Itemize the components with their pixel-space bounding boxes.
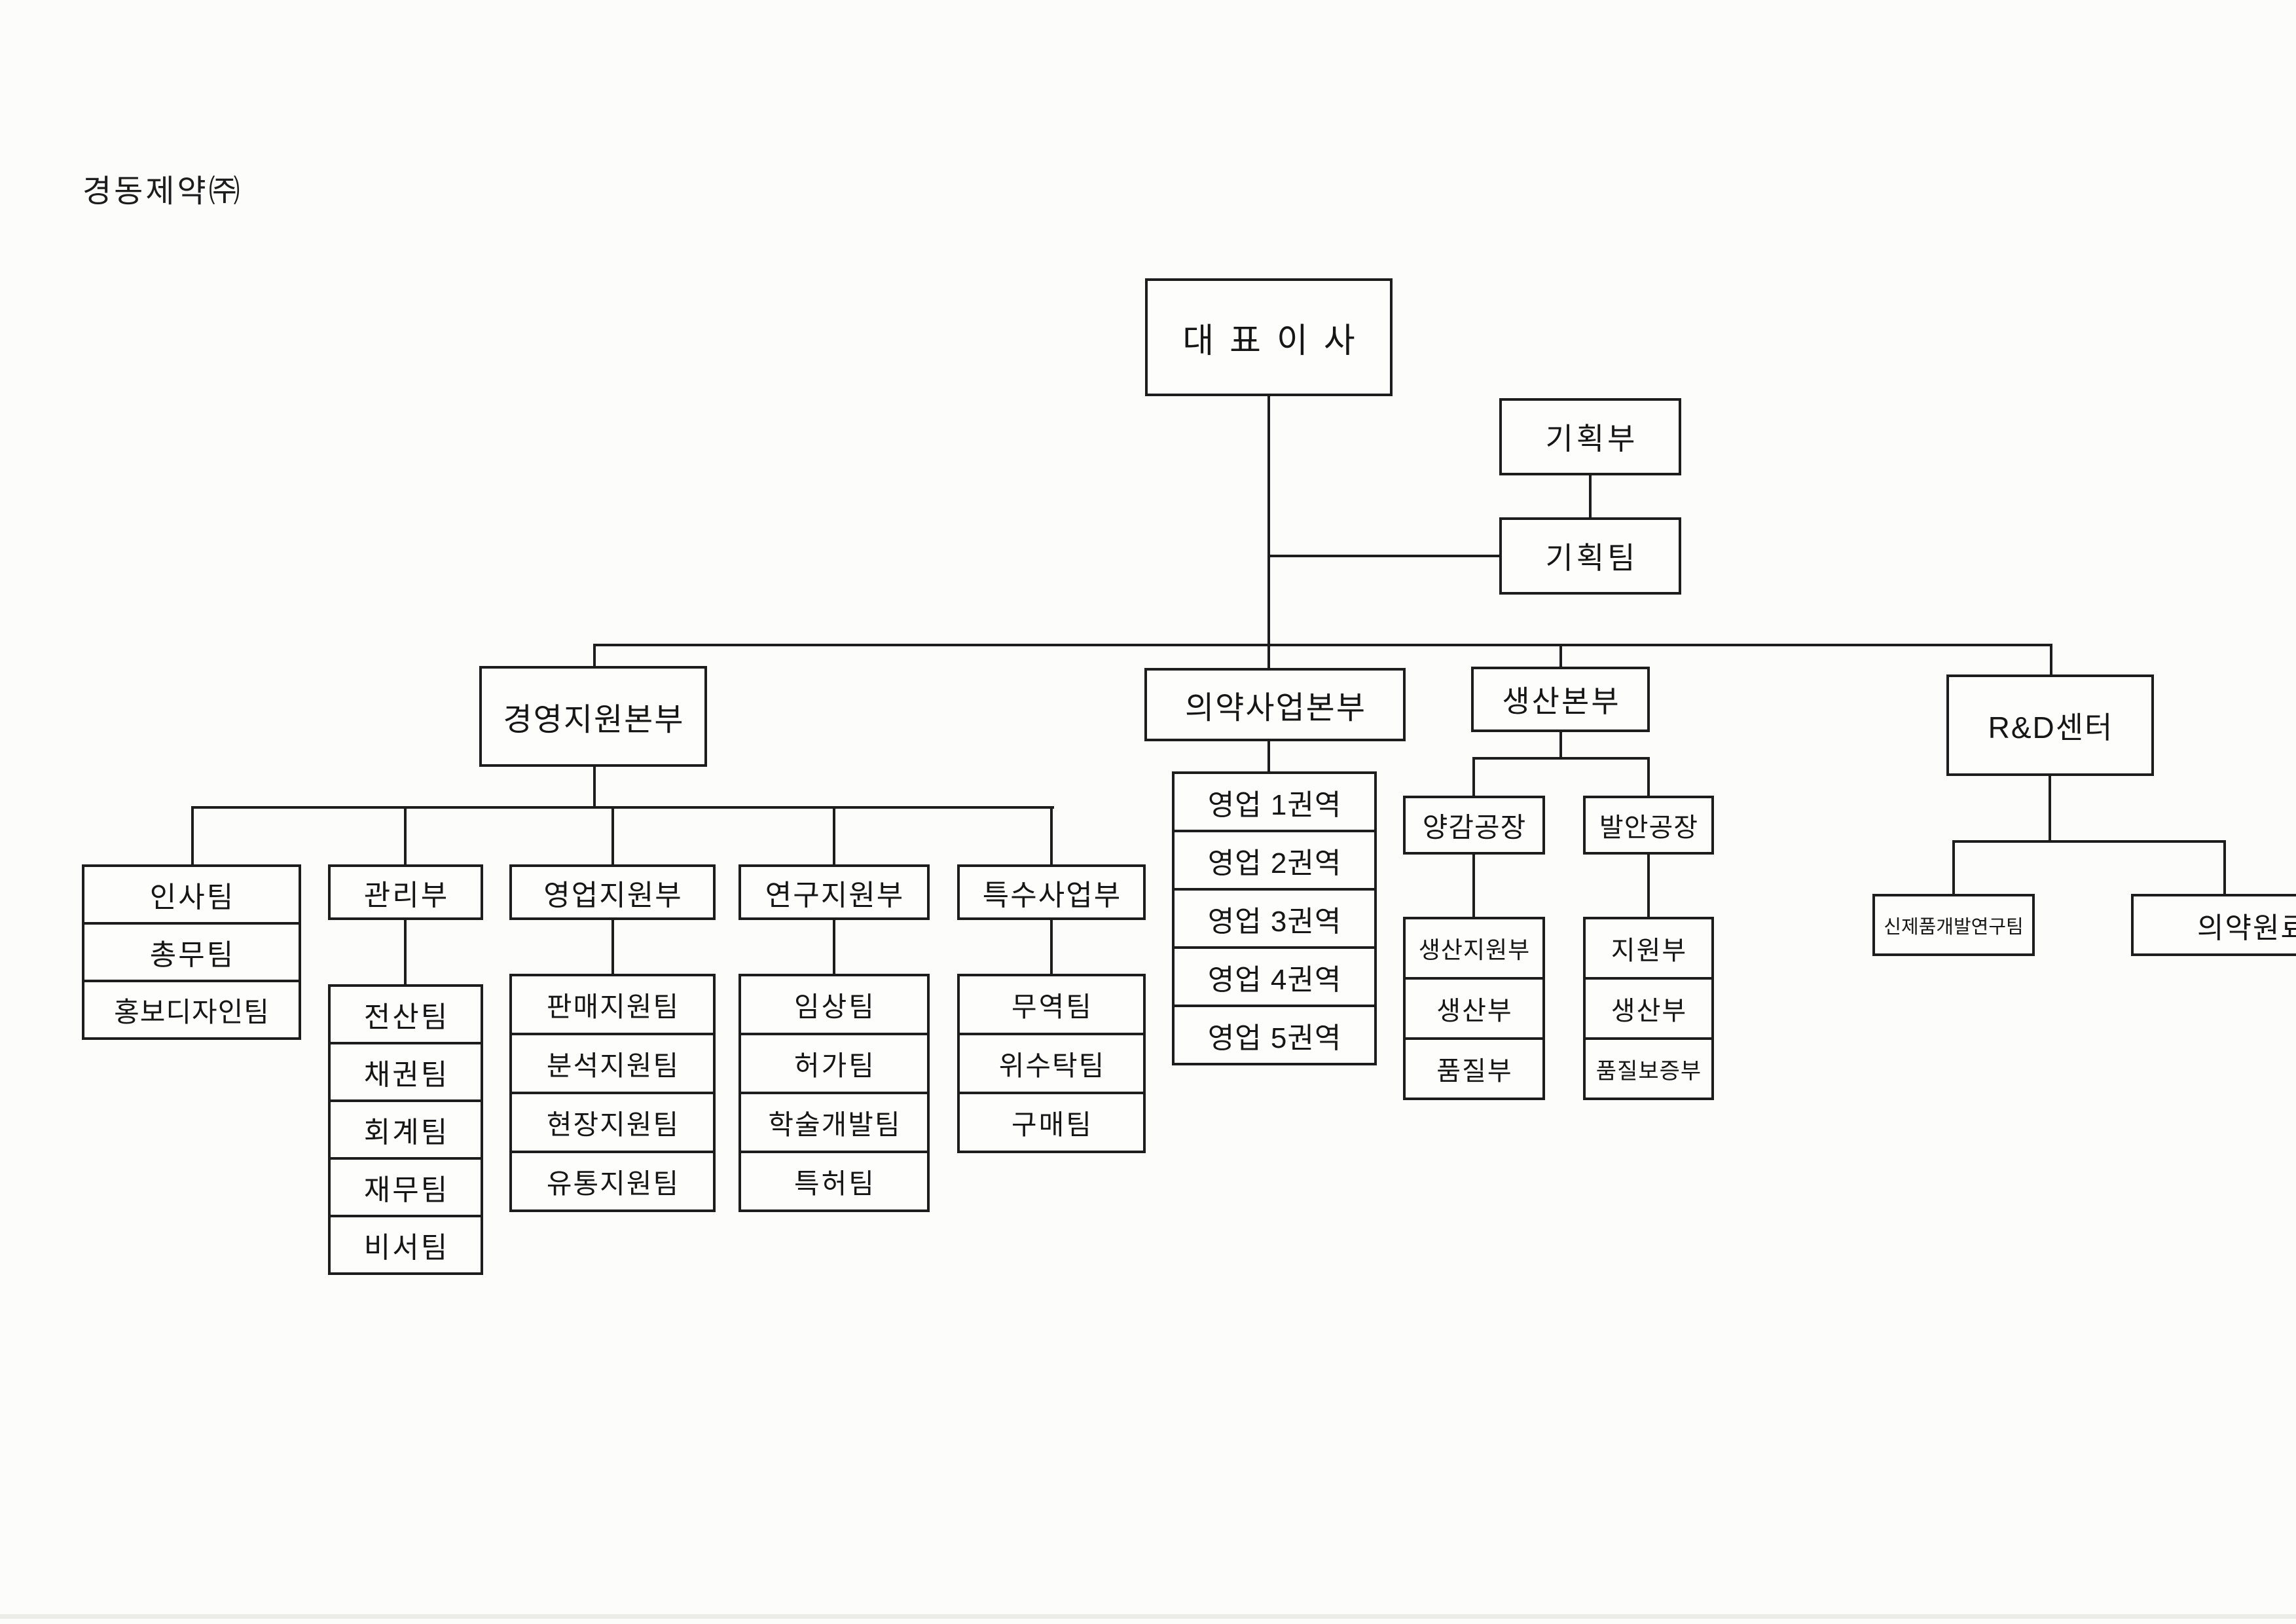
connector-v-balan-to-stack bbox=[1647, 855, 1650, 917]
org-box-general-affairs-team: 총무팀 bbox=[82, 922, 301, 982]
org-box-academic-dev-team: 학술개발팀 bbox=[738, 1092, 930, 1153]
connector-v-research-to-stack bbox=[833, 920, 835, 974]
org-box-special-business-dept: 특수사업부 bbox=[957, 864, 1146, 920]
org-box-admin-dept: 관리부 bbox=[328, 864, 483, 920]
connector-rnd-subrail bbox=[1952, 840, 2226, 843]
org-box-pr-design-team: 홍보디자인팀 bbox=[82, 980, 301, 1040]
connector-v-yanggam-to-stack bbox=[1472, 855, 1475, 917]
connector-v-planning-dept-team bbox=[1589, 475, 1592, 517]
org-box-ceo: 대표이사 bbox=[1145, 278, 1393, 396]
connector-v-rnd-to-subrail bbox=[2049, 776, 2051, 841]
connector-drop-rnd-center bbox=[2050, 644, 2052, 674]
org-box-sales-support-dept: 영업지원부 bbox=[509, 864, 716, 920]
org-box-hr-team: 인사팀 bbox=[82, 864, 301, 925]
org-box-consignment-team: 위수탁팀 bbox=[957, 1033, 1146, 1094]
org-box-accounting-team: 회계팀 bbox=[328, 1099, 483, 1160]
org-box-sales-region-5: 영업 5권역 bbox=[1172, 1005, 1377, 1065]
org-box-rnd-center: R&D센터 bbox=[1946, 674, 2154, 776]
connector-v-special-to-stack bbox=[1050, 920, 1053, 974]
org-box-analysis-support-team: 분석지원팀 bbox=[509, 1033, 716, 1094]
org-box-patent-team: 특허팀 bbox=[738, 1151, 930, 1212]
connector-drop-new-product-team bbox=[1952, 840, 1955, 894]
org-box-bond-team: 채권팀 bbox=[328, 1042, 483, 1102]
connector-drop-hr-stack bbox=[191, 806, 194, 864]
org-box-secretary-team: 비서팀 bbox=[328, 1215, 483, 1275]
company-title: 경동제약㈜ bbox=[82, 174, 243, 209]
org-box-sales-region-1: 영업 1권역 bbox=[1172, 771, 1377, 832]
org-box-planning-dept: 기획부 bbox=[1499, 398, 1681, 475]
org-box-sales-region-4: 영업 4권역 bbox=[1172, 946, 1377, 1007]
connector-v-admin-to-stack bbox=[404, 920, 407, 984]
connector-drop-yanggam bbox=[1472, 757, 1475, 796]
connector-h-to-planning-team bbox=[1267, 555, 1499, 557]
connector-drop-admin-dept bbox=[404, 806, 407, 864]
org-box-it-team: 전산팀 bbox=[328, 984, 483, 1044]
org-box-sales-region-3: 영업 3권역 bbox=[1172, 888, 1377, 949]
org-box-quality-assurance-dept: 품질보증부 bbox=[1583, 1037, 1714, 1100]
connector-v-production-to-subrail bbox=[1559, 732, 1562, 758]
org-box-purchasing-team: 구매팀 bbox=[957, 1092, 1146, 1153]
connector-v-mgmt-to-subrail bbox=[593, 767, 596, 807]
connector-drop-mgmt-hq bbox=[593, 644, 596, 666]
org-box-pharma-business-hq: 의약사업본부 bbox=[1144, 668, 1406, 741]
connector-main-rail bbox=[593, 644, 2052, 646]
org-box-production-dept-balan: 생산부 bbox=[1583, 977, 1714, 1040]
org-box-sales-region-2: 영업 2권역 bbox=[1172, 830, 1377, 891]
org-box-sales-support-team: 판매지원팀 bbox=[509, 974, 716, 1035]
connector-v-pharma-to-regions bbox=[1267, 741, 1270, 771]
org-box-production-support-dept: 생산지원부 bbox=[1403, 917, 1545, 980]
org-box-yanggam-factory: 양감공장 bbox=[1403, 796, 1545, 855]
org-box-research-support-dept: 연구지원부 bbox=[738, 864, 930, 920]
org-box-quality-dept: 품질부 bbox=[1403, 1037, 1545, 1100]
connector-drop-research-support bbox=[833, 806, 835, 864]
org-box-distribution-support-team: 유통지원팀 bbox=[509, 1151, 716, 1212]
org-box-production-dept-yanggam: 생산부 bbox=[1403, 977, 1545, 1040]
connector-drop-special-business bbox=[1050, 806, 1053, 864]
connector-drop-balan bbox=[1647, 757, 1650, 796]
org-box-pharma-raw-material: 의약원료 bbox=[2131, 894, 2296, 956]
org-box-trade-team: 무역팀 bbox=[957, 974, 1146, 1035]
org-box-planning-team: 기획팀 bbox=[1499, 517, 1681, 595]
connector-production-subrail bbox=[1472, 757, 1650, 760]
org-box-clinical-team: 임상팀 bbox=[738, 974, 930, 1035]
org-box-balan-factory: 발안공장 bbox=[1583, 796, 1714, 855]
connector-v-sales-to-stack bbox=[611, 920, 614, 974]
org-box-field-support-team: 현장지원팀 bbox=[509, 1092, 716, 1153]
connector-trunk-ceo-down bbox=[1267, 396, 1270, 670]
org-box-mgmt-support-hq: 경영지원본부 bbox=[479, 666, 707, 767]
org-box-finance-team: 재무팀 bbox=[328, 1157, 483, 1217]
connector-drop-sales-support bbox=[611, 806, 614, 864]
connector-drop-raw-material bbox=[2223, 840, 2226, 894]
org-box-license-team: 허가팀 bbox=[738, 1033, 930, 1094]
org-box-new-product-dev-team: 신제품개발연구팀 bbox=[1872, 894, 2035, 956]
connector-drop-production-hq bbox=[1559, 644, 1562, 667]
org-box-production-hq: 생산본부 bbox=[1471, 667, 1650, 732]
org-box-support-dept-balan: 지원부 bbox=[1583, 917, 1714, 980]
connector-mgmt-subrail bbox=[191, 806, 1054, 809]
scanner-edge-artifact bbox=[0, 1614, 2296, 1619]
